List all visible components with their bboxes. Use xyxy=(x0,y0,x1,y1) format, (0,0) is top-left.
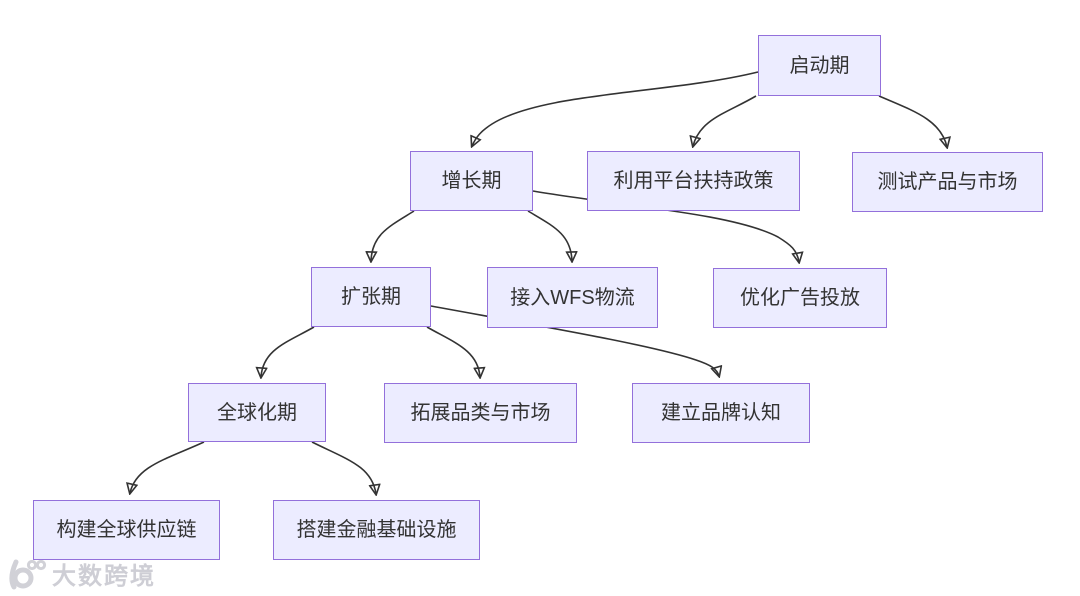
node-launch-phase-label: 启动期 xyxy=(789,54,850,77)
edge-growth-to-wfs-logistics xyxy=(527,210,572,261)
edge-launch-to-growth xyxy=(472,71,759,146)
node-ad-optimization-label: 优化广告投放 xyxy=(740,287,860,309)
node-launch-phase: 启动期 xyxy=(758,35,881,96)
node-global-supply-chain-label: 构建全球供应链 xyxy=(56,519,197,541)
node-expand-categories-label: 拓展品类与市场 xyxy=(410,402,551,424)
node-wfs-logistics-label: 接入WFS物流 xyxy=(510,286,635,309)
node-brand-awareness-label: 建立品牌认知 xyxy=(661,402,781,424)
edge-growth-to-expansion xyxy=(371,210,415,261)
edge-launch-to-platform-policy xyxy=(693,95,757,146)
node-growth-phase-label: 增长期 xyxy=(441,170,502,192)
node-globalization-phase-label: 全球化期 xyxy=(217,401,297,424)
edge-expansion-to-expand-categories xyxy=(426,326,480,377)
node-growth-phase: 增长期 xyxy=(410,151,533,211)
node-wfs-logistics: 接入WFS物流 xyxy=(487,267,658,328)
node-expand-categories: 拓展品类与市场 xyxy=(384,383,577,443)
watermark-logo-icon xyxy=(9,559,47,589)
node-test-product-market: 测试产品与市场 xyxy=(852,152,1043,212)
node-expansion-phase: 扩张期 xyxy=(311,267,431,327)
node-ad-optimization: 优化广告投放 xyxy=(713,268,887,328)
edge-expansion-to-globalization xyxy=(261,326,315,377)
watermark-brand-text: 大数跨境 xyxy=(52,563,156,590)
node-global-supply-chain: 构建全球供应链 xyxy=(33,500,220,560)
node-globalization-phase: 全球化期 xyxy=(188,383,326,442)
node-financial-infrastructure-label: 搭建金融基础设施 xyxy=(296,519,457,541)
node-platform-policy: 利用平台扶持政策 xyxy=(587,151,800,211)
edge-launch-to-test-product-market xyxy=(878,95,947,147)
node-test-product-market-label: 测试产品与市场 xyxy=(877,171,1018,193)
edge-globalization-to-supply-chain xyxy=(130,441,205,493)
node-financial-infrastructure: 搭建金融基础设施 xyxy=(273,500,480,560)
edge-globalization-to-financial-infra xyxy=(311,441,376,494)
node-expansion-phase-label: 扩张期 xyxy=(341,286,401,308)
node-brand-awareness: 建立品牌认知 xyxy=(632,383,810,443)
node-platform-policy-label: 利用平台扶持政策 xyxy=(613,170,774,192)
watermark: 大数跨境 xyxy=(3,556,156,591)
